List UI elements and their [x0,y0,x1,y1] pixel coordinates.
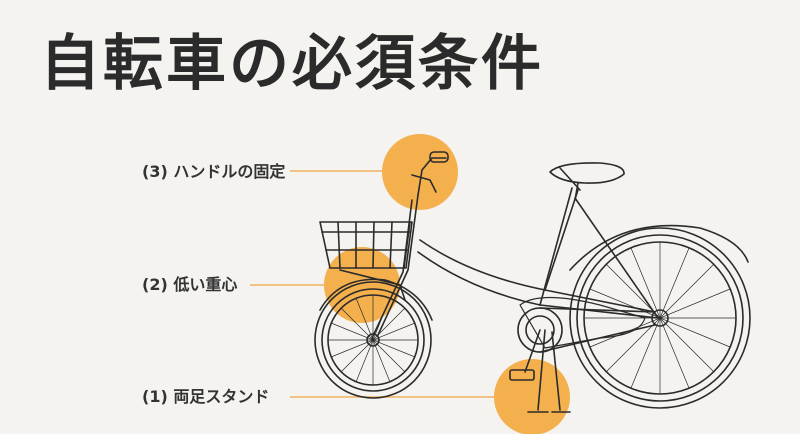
double-stand [527,329,571,413]
rear-wheel [569,227,751,409]
saddle [549,162,625,184]
callout-label-low-gravity: (2) 低い重心 [142,275,238,294]
handlebar [411,151,449,196]
bicycle [314,151,751,413]
callout-label-double-stand: (1) 両足スタンド [142,387,270,406]
pedal [509,369,535,381]
front-fork [377,194,419,336]
front-fender [319,278,433,321]
front-wheel [314,281,432,399]
highlight-handle [382,134,458,210]
page-title: 自転車の必須条件 [40,29,544,99]
basket [319,221,413,269]
highlight-low-gravity [324,247,400,323]
frame [417,167,659,319]
rear-fender [569,224,749,271]
callout-lines [250,170,497,398]
highlight-double-stand [494,359,570,434]
highlight-circles [324,134,570,434]
callout-label-handle: (3) ハンドルの固定 [142,162,286,181]
